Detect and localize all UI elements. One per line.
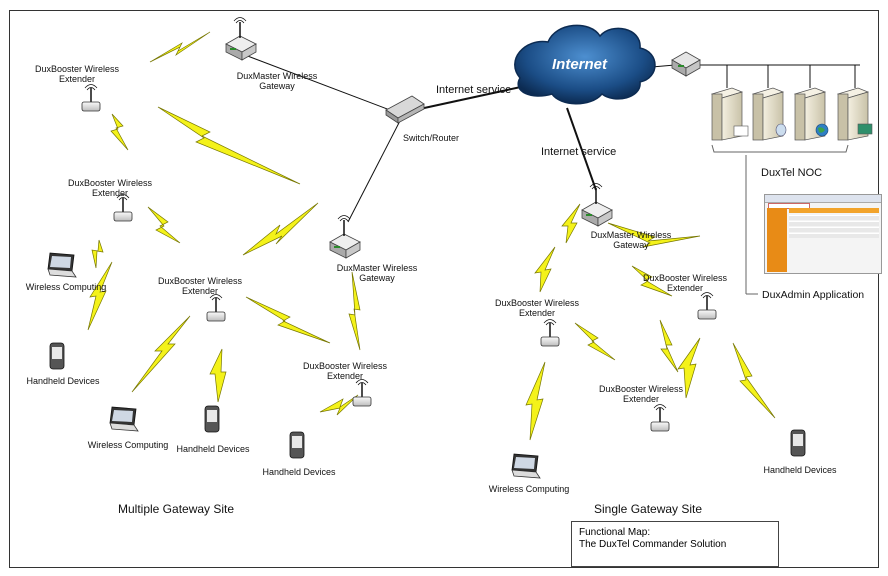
- extender-label: DuxBooster Wireless Extender: [67, 178, 153, 198]
- site-title-multiple: Multiple Gateway Site: [118, 502, 235, 516]
- gateway-icon-3: [581, 183, 613, 227]
- extender-icon: [81, 84, 101, 112]
- extender-label: DuxBooster Wireless Extender: [34, 64, 120, 84]
- handheld-devices-label: Handheld Devices: [26, 376, 100, 386]
- admin-app-screenshot: [764, 194, 882, 274]
- extender-icon: [352, 379, 372, 407]
- extender-icon: [697, 292, 717, 320]
- gateway-label: DuxMaster Wireless Gateway: [590, 230, 672, 250]
- bolt-8: [131, 315, 191, 393]
- switch-router-icon: [385, 95, 425, 124]
- handheld-icon: [204, 405, 220, 433]
- bolt-4: [147, 206, 181, 244]
- bolt-21: [659, 319, 679, 373]
- link-internet-gateway3: [566, 107, 597, 191]
- server-icon: [710, 87, 749, 141]
- gateway-label: DuxMaster Wireless Gateway: [236, 71, 318, 91]
- extender-icon: [540, 319, 560, 347]
- extender-icon: [113, 194, 133, 222]
- internet-cloud: [514, 24, 656, 105]
- bolt-14: [561, 203, 581, 244]
- noc-switch-icon: [671, 51, 701, 77]
- switch-router-label: Switch/Router: [402, 133, 460, 143]
- noc-label: DuxTel NOC: [761, 167, 823, 179]
- diagram-frame: [9, 10, 879, 568]
- bolt-18: [574, 322, 616, 361]
- extender-icon: [650, 404, 670, 432]
- bolt-15: [607, 222, 701, 248]
- bolt-1: [149, 31, 211, 63]
- gateway-icon-2: [329, 215, 361, 259]
- internet-service-label: Internet service: [541, 146, 617, 158]
- laptop-icon: [109, 406, 139, 432]
- extender-label: DuxBooster Wireless Extender: [494, 298, 580, 318]
- bolt-3: [157, 106, 301, 185]
- link-gateway1-switch: [244, 54, 404, 116]
- bolt-2: [110, 113, 129, 151]
- wireless-links: [87, 31, 776, 441]
- functional-map-box: Functional Map: The DuxTel Commander Sol…: [571, 521, 779, 567]
- extender-label: DuxBooster Wireless Extender: [642, 273, 728, 293]
- wireless-computing-label: Wireless Computing: [87, 440, 169, 450]
- handheld-icon: [790, 429, 806, 457]
- laptop-icon: [47, 252, 77, 278]
- extender-label: DuxBooster Wireless Extender: [598, 384, 684, 404]
- server-icon: [836, 87, 873, 141]
- wireless-computing-label: Wireless Computing: [488, 484, 570, 494]
- internet-label: Internet: [552, 56, 608, 73]
- bolt-6: [91, 239, 104, 269]
- bolt-9: [209, 348, 227, 403]
- extender-label: DuxBooster Wireless Extender: [157, 276, 243, 296]
- laptop-icon: [511, 453, 541, 479]
- site-title-single: Single Gateway Site: [594, 502, 703, 516]
- extender-label: DuxBooster Wireless Extender: [302, 361, 388, 381]
- bolt-11: [348, 271, 361, 351]
- bolt-10: [245, 296, 331, 344]
- handheld-devices-label: Handheld Devices: [763, 465, 837, 475]
- handheld-icon: [49, 342, 65, 370]
- gateway-label: DuxMaster Wireless Gateway: [336, 263, 418, 283]
- server-icon: [793, 87, 829, 141]
- handheld-devices-label: Handheld Devices: [262, 467, 336, 477]
- handheld-icon: [289, 431, 305, 459]
- admin-app-label: DuxAdmin Application: [762, 289, 865, 301]
- bolt-17: [525, 361, 546, 441]
- wireless-computing-label: Wireless Computing: [25, 282, 107, 292]
- noc-bracket: [711, 144, 849, 153]
- server-icon: [751, 87, 787, 141]
- link-switch-internet: [414, 84, 531, 111]
- functional-map-subtitle: The DuxTel Commander Solution: [579, 539, 727, 550]
- bolt-20: [732, 342, 776, 419]
- wired-links: [244, 54, 860, 295]
- extender-icon: [206, 294, 226, 322]
- bolt-16: [631, 265, 673, 297]
- functional-map-title: Functional Map:: [579, 527, 651, 538]
- handheld-devices-label: Handheld Devices: [176, 444, 250, 454]
- internet-service-label: Internet service: [436, 84, 512, 96]
- bolt-19: [677, 337, 701, 399]
- bolt-5: [242, 202, 319, 256]
- bolt-12: [319, 394, 359, 416]
- bolt-13: [534, 246, 556, 293]
- link-switch-gateway2: [347, 114, 404, 223]
- bolt-7: [87, 261, 113, 331]
- gateway-icon-1: [225, 17, 257, 61]
